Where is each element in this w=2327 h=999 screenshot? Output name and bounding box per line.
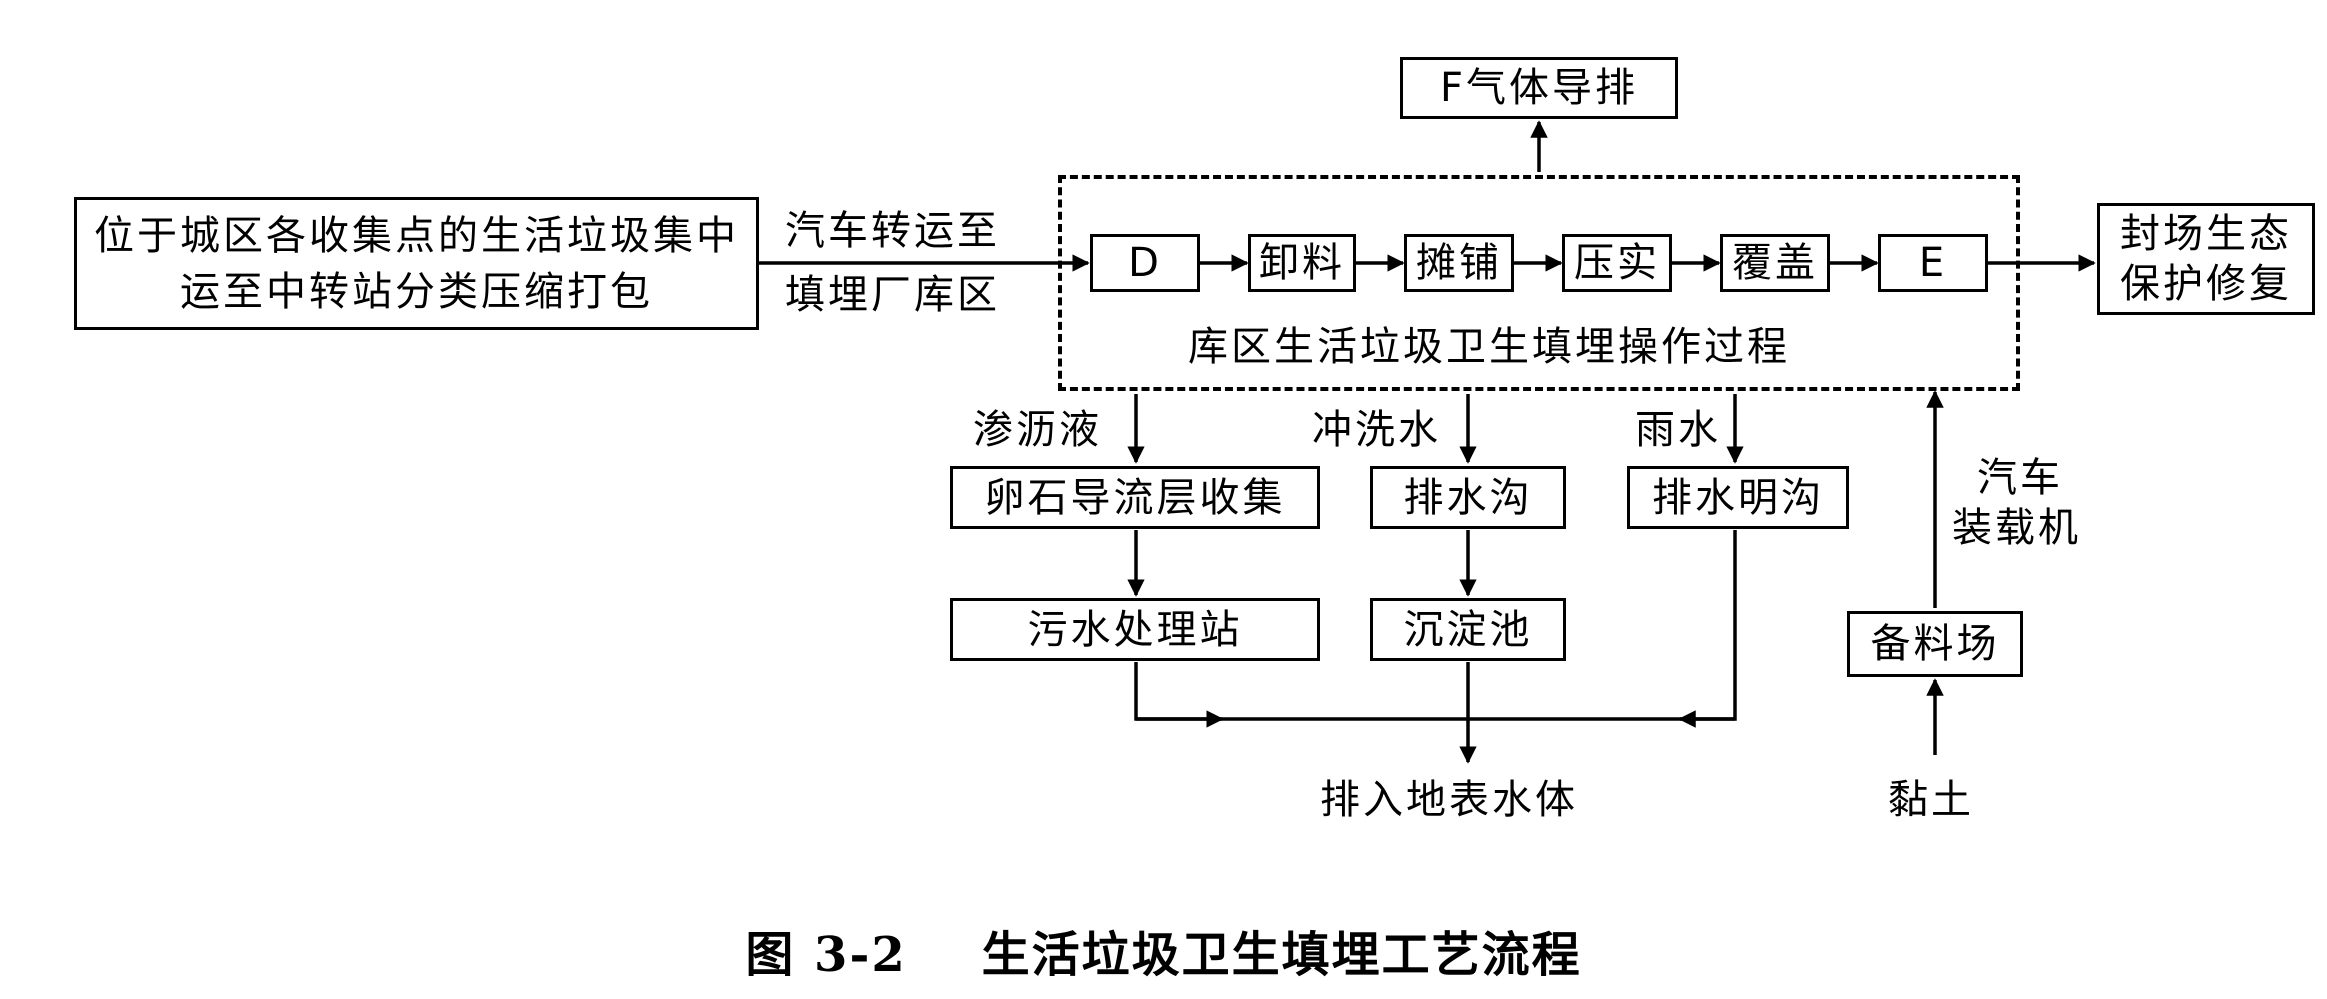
node-sewage: 污水处理站 xyxy=(950,598,1320,661)
node-stockyard-label: 备料场 xyxy=(1870,621,2000,667)
node-stockyard: 备料场 xyxy=(1847,611,2023,677)
node-compact-label: 压实 xyxy=(1574,240,1660,286)
node-spread-label: 摊铺 xyxy=(1416,240,1502,286)
node-settle: 沉淀池 xyxy=(1370,598,1566,661)
node-ditch-label: 排水沟 xyxy=(1403,474,1533,521)
node-gas: F气体导排 xyxy=(1400,57,1678,119)
node-settle-label: 沉淀池 xyxy=(1403,606,1533,653)
figure-caption: 图 3-2 生活垃圾卫生填埋工艺流程 xyxy=(0,915,2327,985)
node-spread: 摊铺 xyxy=(1404,234,1514,292)
node-cover-label: 覆盖 xyxy=(1732,240,1818,286)
node-restore-label: 封场生态保护修复 xyxy=(2120,211,2292,307)
label-vehicle-line1: 汽车 xyxy=(1977,455,2063,501)
node-pebble-label: 卵石导流层收集 xyxy=(984,474,1286,521)
node-source-label: 位于城区各收集点的生活垃圾集中运至中转站分类压缩打包 xyxy=(94,212,739,315)
node-restore: 封场生态保护修复 xyxy=(2097,203,2315,315)
node-compact: 压实 xyxy=(1562,234,1672,292)
node-ditch: 排水沟 xyxy=(1370,466,1566,529)
node-open-ditch: 排水明沟 xyxy=(1627,466,1849,529)
node-d-label: D xyxy=(1128,240,1162,286)
node-source: 位于城区各收集点的生活垃圾集中运至中转站分类压缩打包 xyxy=(74,197,759,330)
label-discharge: 排入地表水体 xyxy=(1320,777,1578,823)
label-process: 库区生活垃圾卫生填埋操作过程 xyxy=(1188,324,1790,370)
node-unload-label: 卸料 xyxy=(1259,240,1345,286)
label-rain: 雨水 xyxy=(1635,407,1721,453)
caption-title: 生活垃圾卫生填埋工艺流程 xyxy=(981,927,1582,983)
node-d: D xyxy=(1090,234,1200,292)
node-e: E xyxy=(1878,234,1988,292)
label-clay: 黏土 xyxy=(1888,777,1974,823)
label-wash-water: 冲洗水 xyxy=(1312,407,1441,453)
label-vehicle-line2: 装载机 xyxy=(1952,505,2081,551)
node-cover: 覆盖 xyxy=(1720,234,1830,292)
node-pebble: 卵石导流层收集 xyxy=(950,466,1320,529)
label-leachate: 渗沥液 xyxy=(973,407,1102,453)
node-unload: 卸料 xyxy=(1248,234,1356,292)
caption-number: 图 3-2 xyxy=(745,927,907,983)
node-sewage-label: 污水处理站 xyxy=(1027,606,1243,653)
node-open-ditch-label: 排水明沟 xyxy=(1652,474,1824,521)
label-transport-line2: 填埋厂库区 xyxy=(785,272,1000,318)
line-sewage-to-outlet xyxy=(1134,662,1468,721)
label-transport-line1: 汽车转运至 xyxy=(785,208,1000,254)
process-region xyxy=(1058,175,2020,391)
node-e-label: E xyxy=(1918,240,1948,286)
node-gas-label: F气体导排 xyxy=(1439,65,1638,111)
